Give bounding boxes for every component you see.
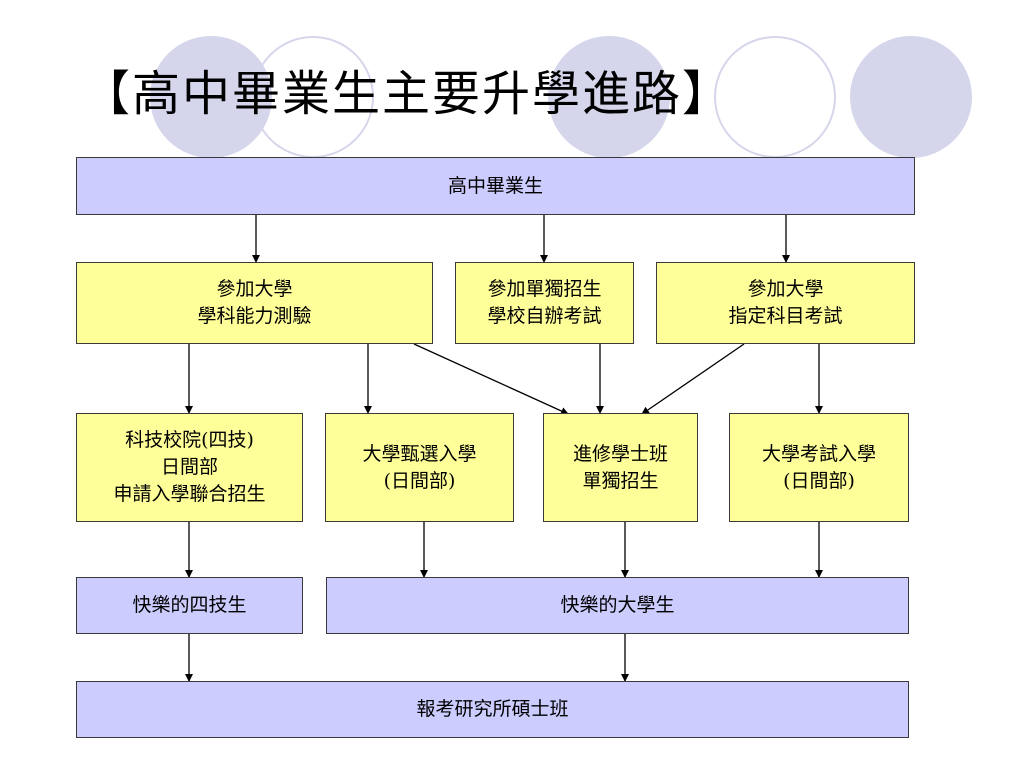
node-continuing-bachelor: 進修學士班 單獨招生 bbox=[543, 413, 698, 522]
decor-circle-3 bbox=[548, 36, 670, 158]
node-exam-admission: 大學考試入學 (日間部) bbox=[729, 413, 909, 522]
page-title: 【高中畢業生主要升學進路】 bbox=[82, 66, 733, 122]
node-tech-university: 科技校院(四技) 日間部 申請入學聯合招生 bbox=[76, 413, 303, 522]
node-star-selection: 大學甄選入學 (日間部) bbox=[325, 413, 514, 522]
decor-circle-1 bbox=[150, 36, 272, 158]
arrow-ast-to-continuing bbox=[641, 343, 745, 415]
node-independent-exam: 參加單獨招生 學校自辦考試 bbox=[455, 262, 634, 344]
node-happy-university-student: 快樂的大學生 bbox=[326, 577, 909, 634]
node-happy-tech-student: 快樂的四技生 bbox=[76, 577, 303, 634]
node-high-school-graduate: 高中畢業生 bbox=[76, 157, 915, 215]
node-graduate-school: 報考研究所碩士班 bbox=[76, 681, 909, 738]
arrow-gsat-to-continuing bbox=[413, 343, 569, 415]
node-gsat-exam: 參加大學 學科能力測驗 bbox=[76, 262, 433, 344]
decor-circle-5 bbox=[850, 36, 972, 158]
node-ast-exam: 參加大學 指定科目考試 bbox=[656, 262, 915, 344]
